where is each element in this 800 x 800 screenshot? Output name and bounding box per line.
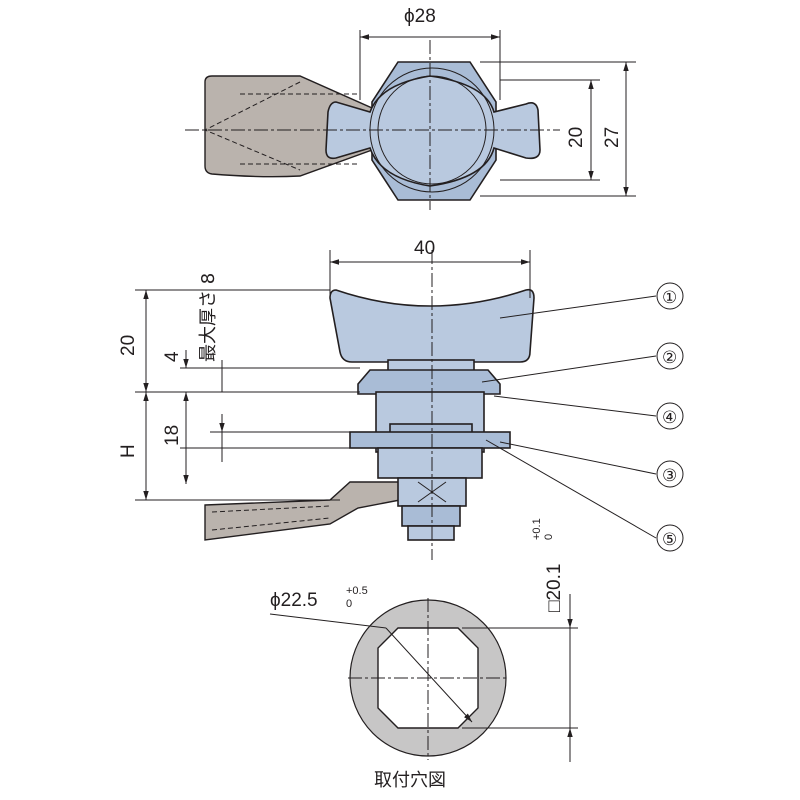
callout-5-label: ⑤	[662, 530, 677, 549]
side-dim-20: 20	[118, 335, 139, 356]
top-view: ϕ28 20 27	[185, 6, 636, 210]
callout-2-label: ②	[662, 348, 677, 367]
side-dim-40: 40	[414, 238, 435, 259]
side-lower-body	[377, 447, 483, 479]
top-handle	[325, 75, 541, 187]
side-view: 40 20 H 18 4 最大厚さ 8 ① ②	[118, 238, 684, 560]
side-dim-4: 4	[162, 351, 183, 362]
callout-1: ①	[656, 282, 684, 310]
callout-5: ⑤	[656, 524, 684, 552]
callout-3: ③	[656, 460, 684, 488]
callout-1-label: ①	[662, 288, 677, 307]
top-dim-27: 27	[602, 127, 623, 148]
top-dim-20: 20	[566, 127, 587, 148]
side-bezel	[357, 369, 501, 395]
hole-dim-diameter: ϕ22.5	[270, 590, 318, 611]
callout-4: ④	[656, 402, 684, 430]
side-dim-H: H	[118, 444, 139, 458]
side-dim-18: 18	[162, 425, 183, 446]
hole-dim-square-tol-upper: +0.1	[531, 518, 543, 540]
hole-caption: 取付穴図	[374, 770, 446, 791]
hole-dim-diameter-tol-lower: 0	[346, 598, 352, 610]
hole-dim-square: □20.1	[544, 564, 565, 612]
hole-dim-square-tol-lower: 0	[543, 534, 555, 540]
hole-dim-diameter-tol-upper: +0.5	[346, 585, 368, 597]
callout-2: ②	[656, 342, 684, 370]
callout-4-label: ④	[662, 408, 677, 427]
side-max-thickness: 最大厚さ 8	[198, 273, 219, 362]
top-dim-diameter: ϕ28	[404, 6, 436, 27]
side-cam	[204, 481, 401, 541]
hole-view: ϕ22.5 +0.5 0 □20.1 +0.1 0 取付穴図	[269, 518, 578, 791]
callout-3-label: ③	[662, 466, 677, 485]
side-nut-tip	[407, 525, 455, 541]
side-nut	[401, 505, 461, 527]
